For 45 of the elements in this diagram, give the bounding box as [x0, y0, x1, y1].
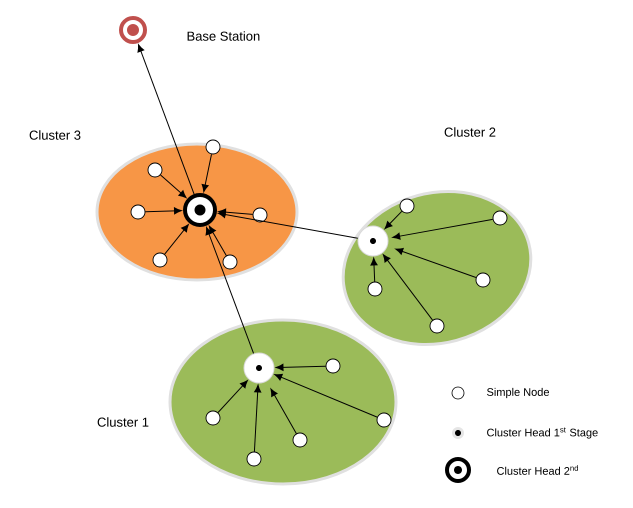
- simple-node: [326, 358, 340, 374]
- arrow: [208, 226, 227, 256]
- legend-text: Cluster Head 1$^{st}$ Stage: [487, 427, 598, 439]
- arrow: [138, 44, 195, 195]
- legend-text: Cluster Head 2$^{nd}$: [497, 465, 578, 475]
- node-label: Cluster 3: [30, 130, 80, 140]
- simple-node: [400, 198, 414, 214]
- node-label: Cluster 1: [98, 417, 148, 427]
- arrow: [270, 388, 297, 434]
- arrow: [276, 364, 326, 371]
- simple-node: [206, 140, 220, 154]
- legend-text: Simple Node: [487, 388, 549, 398]
- arrow: [206, 227, 254, 354]
- arrow: [218, 380, 248, 413]
- arrow: [395, 248, 476, 278]
- simple-node: [246, 452, 262, 466]
- simple-node: [206, 410, 220, 426]
- simple-node: [476, 272, 490, 288]
- cluster-head-node: [183, 193, 217, 227]
- cluster-head-node: [244, 352, 274, 384]
- arrow: [384, 210, 402, 230]
- simple-node: [222, 254, 238, 270]
- arrow: [392, 218, 494, 240]
- arrow: [164, 224, 189, 255]
- simple-node: [376, 412, 392, 428]
- arrow: [274, 374, 378, 418]
- cluster-head-node: [358, 226, 388, 256]
- arrow: [382, 254, 434, 321]
- node-label: Cluster 2: [444, 127, 496, 137]
- simple-node: [492, 210, 508, 226]
- simple-node: [368, 282, 382, 296]
- simple-node: [292, 432, 308, 448]
- simple-node: [430, 318, 444, 334]
- arrow: [144, 207, 182, 214]
- simple-node: [252, 208, 268, 222]
- arrow: [218, 211, 358, 239]
- arrow: [160, 174, 186, 198]
- arrow: [202, 154, 212, 192]
- simple-node: [130, 204, 146, 220]
- simple-node: [152, 252, 168, 268]
- arrow: [254, 384, 262, 452]
- simple-node: [148, 162, 162, 178]
- node-label: Base Station: [188, 31, 260, 41]
- arrow: [370, 258, 378, 282]
- base-station-icon: [119, 16, 147, 44]
